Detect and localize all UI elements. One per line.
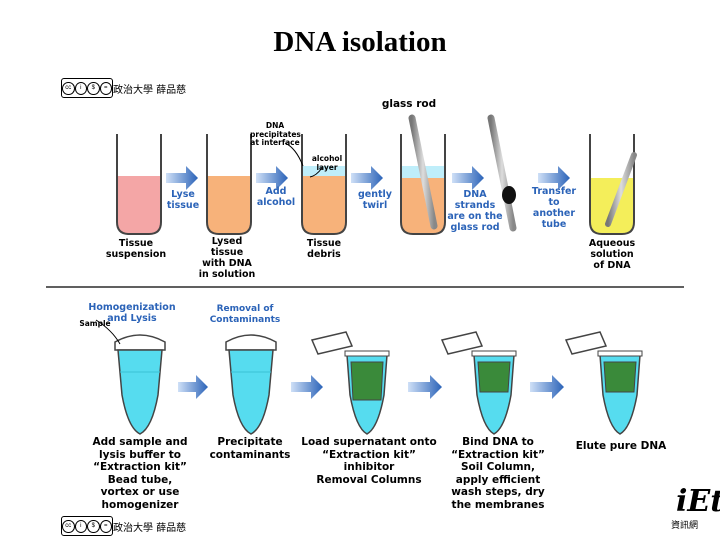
label-lyse-tissue: Lyse tissue bbox=[166, 189, 200, 211]
tube-alcohol-layer bbox=[301, 134, 347, 235]
pointer-alcohol-layer bbox=[309, 167, 323, 178]
caption-step-3: Load supernatant onto “Extraction kit” i… bbox=[301, 436, 437, 486]
caption-step-5: Elute pure DNA bbox=[575, 440, 667, 452]
pointer-dna-precipitates bbox=[284, 142, 304, 167]
license-owner-bottom: 政治大學 薛品慈 bbox=[113, 523, 187, 534]
by-icon: i bbox=[74, 519, 87, 533]
process-arrows-top bbox=[166, 166, 570, 190]
tube-aqueous-dna bbox=[589, 134, 637, 235]
label-glass-rod: glass rod bbox=[381, 98, 437, 110]
label-alcohol-layer: alcohol layer bbox=[311, 154, 343, 172]
label-transfer: Transfer to another tube bbox=[531, 186, 577, 230]
license-owner-top: 政治大學 薛品慈 bbox=[113, 85, 187, 96]
label-dna-strands: DNA strands are on the glass rod bbox=[447, 189, 503, 233]
label-aqueous-solution: Aqueous solution of DNA bbox=[588, 238, 636, 271]
caption-step-1: Add sample and lysis buffer to “Extracti… bbox=[92, 436, 188, 511]
microtube-lysis bbox=[114, 334, 166, 435]
pointer-sample bbox=[95, 319, 121, 345]
label-sample: Sample bbox=[79, 319, 111, 328]
label-homogenization: Homogenization and Lysis bbox=[88, 302, 176, 324]
label-add-alcohol: Add alcohol bbox=[256, 186, 296, 208]
sa-icon: = bbox=[99, 81, 112, 95]
cc-license-badge-top: cc i $ = bbox=[61, 78, 113, 98]
label-tissue-debris: Tissue debris bbox=[306, 238, 342, 260]
microtube-precipitate bbox=[225, 334, 277, 435]
tube-twirl bbox=[400, 114, 446, 235]
site-logo-subtitle: 資訊網 bbox=[671, 521, 699, 531]
label-tissue-suspension: Tissue suspension bbox=[105, 238, 167, 260]
label-lysed-tissue: Lysed tissue with DNA in solution bbox=[198, 236, 256, 280]
tube-lysed-tissue bbox=[206, 134, 252, 235]
sa-icon: = bbox=[99, 519, 112, 533]
caption-step-4: Bind DNA to “Extraction kit” Soil Column… bbox=[451, 436, 545, 511]
page-title: DNA isolation bbox=[273, 26, 447, 58]
cc-icon: cc bbox=[62, 519, 75, 533]
process-arrows-bottom bbox=[178, 375, 564, 399]
microtube-inhibitor-column bbox=[310, 331, 390, 435]
caption-step-2: Precipitate contaminants bbox=[209, 436, 291, 461]
label-gently-twirl: gently twirl bbox=[358, 189, 392, 211]
microtube-soil-column bbox=[440, 331, 517, 435]
label-removal: Removal of Contaminants bbox=[209, 304, 281, 325]
label-dna-precipitates: DNA precipitates at interface bbox=[250, 121, 301, 147]
tube-tissue-suspension bbox=[116, 134, 162, 235]
nc-icon: $ bbox=[87, 81, 100, 95]
site-logo: iEt bbox=[676, 484, 720, 519]
cc-license-badge-bottom: cc i $ = bbox=[61, 516, 113, 536]
by-icon: i bbox=[74, 81, 87, 95]
nc-icon: $ bbox=[87, 519, 100, 533]
microtube-elution bbox=[564, 331, 643, 435]
cc-icon: cc bbox=[62, 81, 75, 95]
glass-rod-with-dna bbox=[487, 114, 517, 232]
